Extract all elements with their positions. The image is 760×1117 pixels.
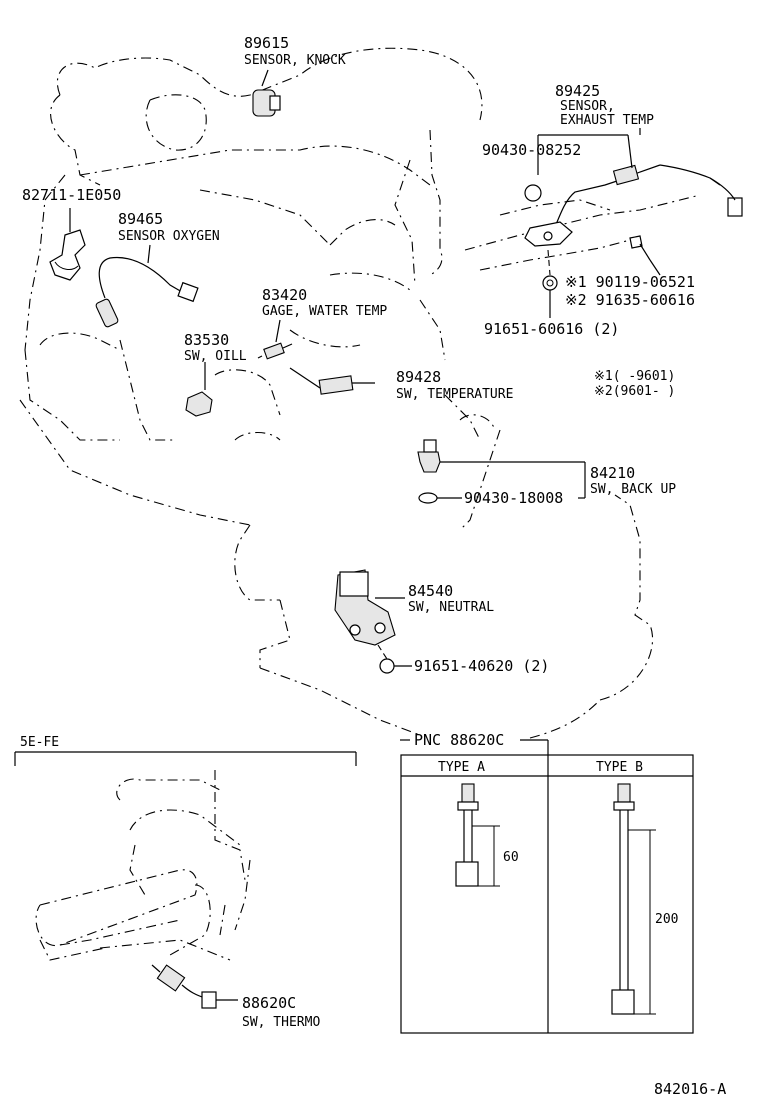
type-a-sensor bbox=[455, 783, 500, 887]
engine-variant-label: 5E-FE bbox=[20, 735, 59, 750]
neutral-switch-name: SW, NEUTRAL bbox=[408, 600, 494, 615]
water-temp-name: GAGE, WATER TEMP bbox=[262, 304, 387, 319]
label-temperature-switch: 89428 SW, TEMPERATURE bbox=[396, 368, 513, 402]
label-oxygen-sensor: 89465 SENSOR OXYGEN bbox=[118, 210, 220, 244]
neutral-switch-number: 84540 bbox=[408, 582, 453, 600]
oxygen-sensor-name: SENSOR OXYGEN bbox=[118, 229, 220, 244]
type-table bbox=[400, 739, 694, 1034]
bracket-part bbox=[49, 208, 86, 281]
engine-outline bbox=[19, 47, 654, 739]
exhaust-temp-number: 89425 bbox=[555, 82, 600, 100]
applicability-2: ※2(9601- ) bbox=[594, 384, 675, 399]
oxygen-sensor-number: 89465 bbox=[118, 210, 163, 228]
bolts-upper bbox=[542, 235, 661, 318]
gasket-upper-number: 90430-08252 bbox=[482, 141, 581, 159]
type-b-heading: TYPE B bbox=[596, 760, 643, 775]
exhaust-temp-name-1: SENSOR, bbox=[560, 99, 615, 114]
label-thermo-switch: 88620C SW, THERMO bbox=[242, 994, 320, 1030]
label-backup-switch: 84210 SW, BACK UP bbox=[590, 464, 676, 497]
gasket-lower-number: 90430-18008 bbox=[464, 489, 563, 507]
label-neutral-switch: 84540 SW, NEUTRAL bbox=[408, 582, 494, 615]
applicability-1: ※1( -9601) bbox=[594, 369, 675, 384]
bolt-lower-number: 91651-60616 (2) bbox=[484, 320, 619, 338]
temperature-switch bbox=[289, 367, 375, 395]
type-a-dimension: 60 bbox=[503, 850, 519, 865]
pnc-header: PNC 88620C bbox=[414, 731, 504, 749]
temp-switch-number: 89428 bbox=[396, 368, 441, 386]
thermo-switch-name: SW, THERMO bbox=[242, 1015, 320, 1030]
knock-sensor-name: SENSOR, KNOCK bbox=[244, 53, 346, 68]
label-knock-sensor: 89615 SENSOR, KNOCK bbox=[244, 34, 346, 68]
backup-switch-name: SW, BACK UP bbox=[590, 482, 676, 497]
type-a-heading: TYPE A bbox=[438, 760, 485, 775]
gasket-upper bbox=[524, 184, 542, 202]
oil-switch-name: SW, OILL bbox=[184, 349, 247, 364]
type-b-dimension: 200 bbox=[655, 912, 678, 927]
diagram-id: 842016-A bbox=[654, 1080, 726, 1098]
knock-sensor bbox=[252, 69, 281, 117]
temp-switch-name: SW, TEMPERATURE bbox=[396, 387, 513, 402]
label-exhaust-temp-sensor: 89425 SENSOR, EXHAUST TEMP bbox=[555, 82, 654, 128]
thermo-switch-number: 88620C bbox=[242, 994, 296, 1012]
thermo-switch bbox=[151, 964, 238, 1009]
oil-switch-number: 83530 bbox=[184, 331, 229, 349]
engine-5efe-outline bbox=[35, 770, 251, 961]
label-water-temp-gage: 83420 GAGE, WATER TEMP bbox=[262, 286, 387, 319]
oil-switch bbox=[185, 362, 213, 417]
water-temp-gage bbox=[257, 319, 293, 360]
exhaust-temp-sensor bbox=[524, 128, 743, 247]
water-temp-number: 83420 bbox=[262, 286, 307, 304]
exhaust-manifold-outline bbox=[464, 194, 701, 271]
neutral-switch bbox=[334, 569, 412, 674]
oxygen-sensor bbox=[95, 244, 199, 328]
knock-sensor-number: 89615 bbox=[244, 34, 289, 52]
exhaust-temp-name-2: EXHAUST TEMP bbox=[560, 113, 654, 128]
backup-switch-number: 84210 bbox=[590, 464, 635, 482]
bolt-neutral-number: 91651-40620 (2) bbox=[414, 657, 549, 675]
type-b-sensor bbox=[611, 783, 656, 1015]
bolt-1-number: ※1 90119-06521 bbox=[565, 273, 695, 291]
variant-box bbox=[14, 751, 357, 766]
label-oil-switch: 83530 SW, OILL bbox=[184, 331, 247, 364]
bracket-number: 82711-1E050 bbox=[22, 186, 121, 204]
bolt-2-number: ※2 91635-60616 bbox=[565, 291, 695, 309]
